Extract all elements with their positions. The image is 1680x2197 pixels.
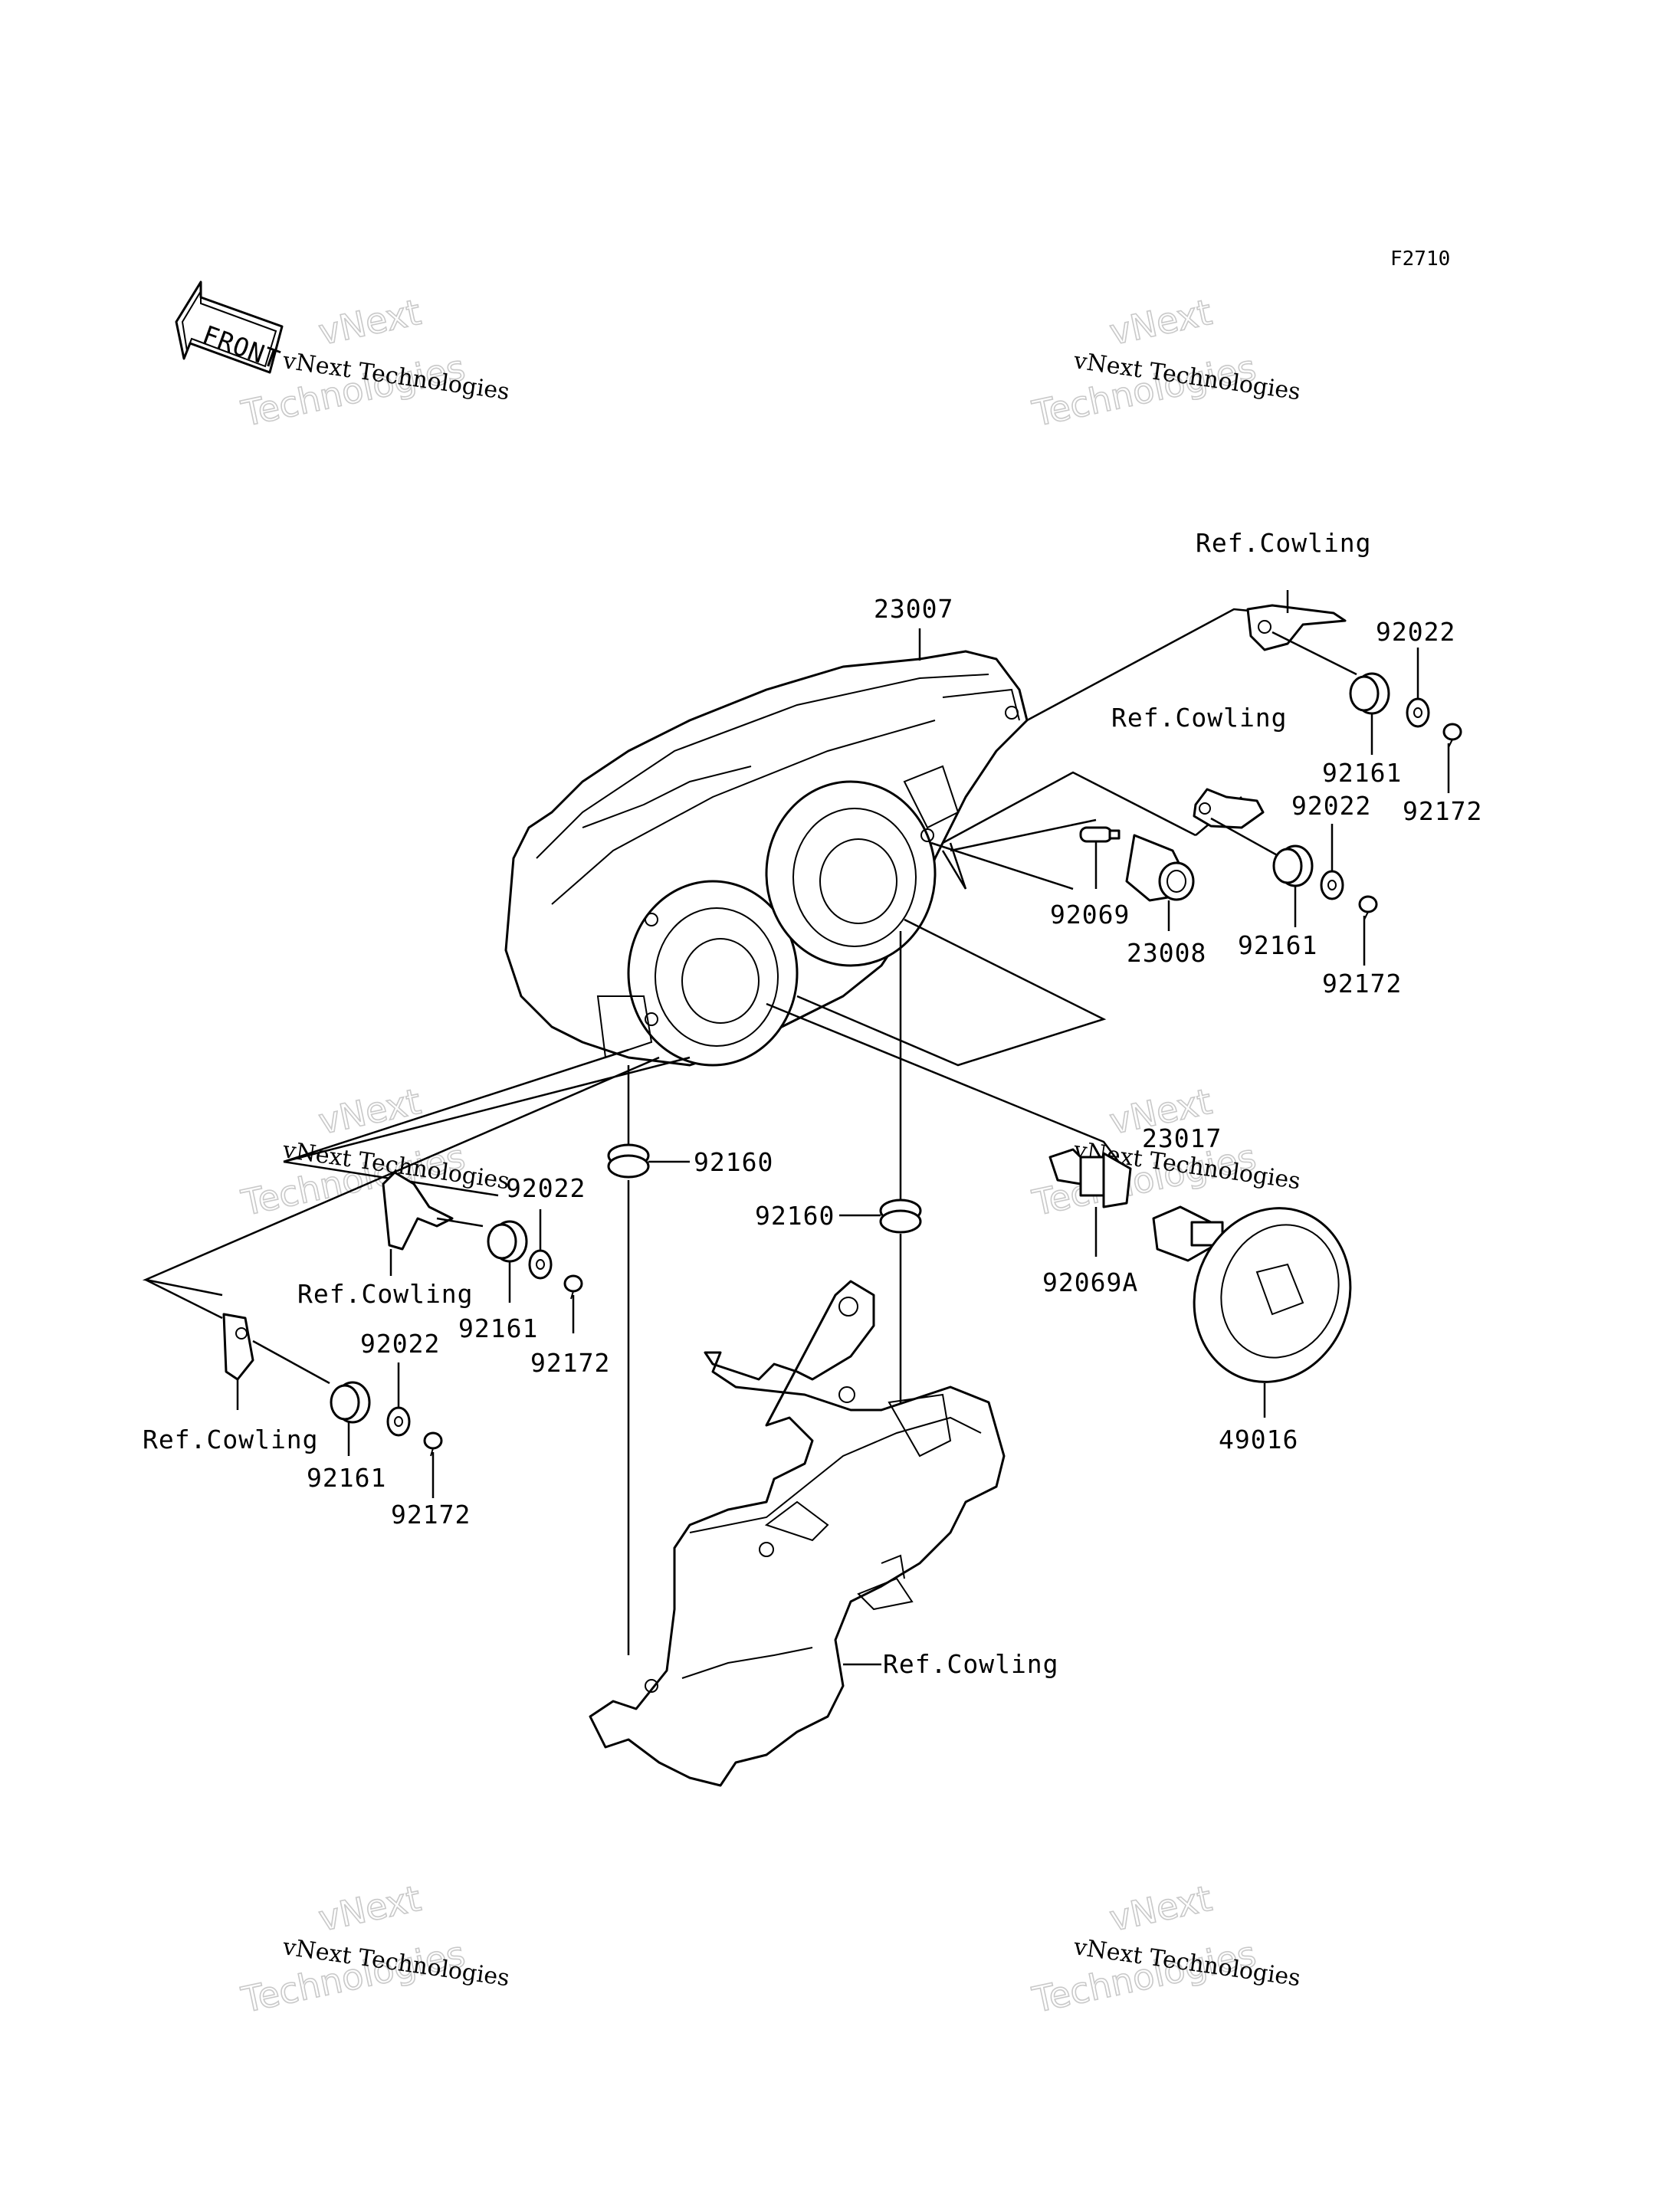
label-92160-a: 92160 xyxy=(694,1147,773,1177)
label-ref-cowling-1: Ref.Cowling xyxy=(1196,528,1372,558)
label-92161-a: 92161 xyxy=(1322,758,1402,788)
label-92161-c: 92161 xyxy=(458,1313,538,1343)
screw-92172-b xyxy=(1358,895,1378,920)
label-ref-cowling-4: Ref.Cowling xyxy=(143,1425,319,1454)
grommet-92160-b xyxy=(879,1199,922,1234)
label-23008: 23008 xyxy=(1127,938,1206,968)
bulb-92069 xyxy=(1079,826,1121,843)
cowling-stay-frame xyxy=(589,1280,1006,1787)
label-23017: 23017 xyxy=(1142,1123,1222,1153)
label-ref-cowling-3: Ref.Cowling xyxy=(297,1279,474,1309)
label-92160-b: 92160 xyxy=(755,1201,835,1231)
diagram-code: F2710 xyxy=(1390,248,1450,271)
svg-text:vNext: vNext xyxy=(1106,291,1216,353)
watermark-top-left: vNext Technologies vNext Technologies xyxy=(237,290,511,435)
label-92069a: 92069A xyxy=(1042,1267,1138,1297)
washer-92022-b xyxy=(1320,870,1344,900)
grommet-92160-a xyxy=(607,1143,650,1179)
label-49016: 49016 xyxy=(1219,1425,1298,1454)
washer-92022-a xyxy=(1406,697,1430,728)
watermark-bottom-left: vNext Technologies vNext Technologies xyxy=(237,1877,511,2022)
label-92172-a: 92172 xyxy=(1403,796,1482,826)
screw-92172-d xyxy=(423,1431,443,1457)
socket-23008 xyxy=(1125,834,1195,902)
damper-92161-c xyxy=(487,1220,528,1263)
watermark-bottom-right: vNext Technologies vNext Technologies xyxy=(1028,1877,1302,2022)
label-92161-d: 92161 xyxy=(307,1463,386,1493)
label-92172-b: 92172 xyxy=(1322,969,1402,998)
washer-92022-c xyxy=(528,1249,553,1280)
label-92022-c: 92022 xyxy=(506,1173,586,1203)
washer-92022-d xyxy=(386,1406,411,1437)
label-92022-d: 92022 xyxy=(360,1329,440,1359)
label-23007: 23007 xyxy=(874,594,953,624)
damper-92161-d xyxy=(330,1381,371,1424)
screw-92172-a xyxy=(1442,723,1462,748)
label-92172-c: 92172 xyxy=(530,1348,610,1378)
label-ref-cowling-5: Ref.Cowling xyxy=(883,1649,1059,1679)
label-92022-b: 92022 xyxy=(1291,791,1371,821)
damper-92161-b xyxy=(1272,844,1314,887)
svg-text:vNext: vNext xyxy=(315,291,425,353)
label-92069: 92069 xyxy=(1050,900,1130,930)
damper-92161-a xyxy=(1349,672,1390,715)
bracket-bottom-left xyxy=(222,1313,254,1381)
bracket-mid-right xyxy=(1193,788,1265,829)
bulb-92069a xyxy=(1048,1148,1132,1208)
bracket-top-right xyxy=(1246,604,1347,651)
headlight-assembly xyxy=(504,650,1029,1067)
front-arrow-icon: FRONT xyxy=(175,280,284,375)
label-92161-b: 92161 xyxy=(1238,930,1317,960)
svg-text:vNext: vNext xyxy=(315,1877,425,1940)
label-92022-a: 92022 xyxy=(1376,617,1455,647)
label-92172-d: 92172 xyxy=(391,1500,471,1530)
label-ref-cowling-2: Ref.Cowling xyxy=(1111,703,1288,733)
screw-92172-c xyxy=(563,1274,583,1300)
bracket-mid-left xyxy=(382,1171,454,1251)
cover-49016 xyxy=(1193,1207,1352,1383)
svg-text:vNext: vNext xyxy=(1106,1877,1216,1940)
watermark-top-right: vNext Technologies vNext Technologies xyxy=(1028,290,1302,435)
